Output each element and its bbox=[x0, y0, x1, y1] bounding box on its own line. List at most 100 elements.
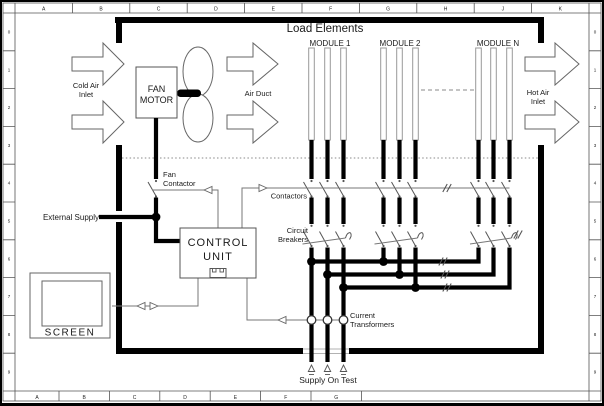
grid-number: 9 bbox=[8, 370, 11, 375]
grid-number: 8 bbox=[8, 332, 11, 337]
grid-number: 8 bbox=[594, 332, 597, 337]
control-arrow-icon bbox=[277, 316, 287, 324]
grid-letter: G bbox=[334, 395, 338, 401]
connector-icon bbox=[209, 268, 227, 278]
module-n: MODULE N bbox=[475, 39, 519, 141]
circuit-breakers-label2: Breakers bbox=[278, 235, 308, 244]
grid-number: 4 bbox=[594, 181, 597, 186]
contactor-symbols bbox=[147, 179, 512, 199]
load-element bbox=[396, 47, 403, 141]
grid-letter: D bbox=[183, 395, 187, 401]
supply-on-test: Supply On Test bbox=[299, 364, 357, 385]
fan-contactor-label2: Contactor bbox=[163, 179, 196, 188]
air-duct-label: Air Duct bbox=[245, 89, 273, 98]
grid-left-numbers: 0 1 2 3 4 5 6 7 8 9 bbox=[8, 30, 11, 375]
airflow-arrow-icon bbox=[226, 41, 279, 87]
circuit-breaker-symbols bbox=[303, 224, 512, 248]
screen-display bbox=[41, 280, 103, 327]
load-element bbox=[506, 47, 513, 141]
airflow-arrow-icon bbox=[524, 41, 580, 87]
grid-letter: B bbox=[83, 395, 87, 401]
airflow-arrow-icon bbox=[71, 99, 125, 145]
grid-right-numbers: 0 1 2 3 4 5 6 7 8 9 bbox=[594, 30, 597, 375]
supply-terminal-icon bbox=[307, 364, 316, 375]
grid-letter: B bbox=[99, 7, 103, 13]
load-element bbox=[340, 47, 347, 141]
grid-letter: C bbox=[157, 7, 161, 13]
module-1: MODULE 1 bbox=[308, 39, 351, 141]
grid-number: 4 bbox=[8, 181, 11, 186]
ct-circle bbox=[338, 315, 349, 325]
control-arrow-icon bbox=[203, 186, 213, 194]
connector-pin bbox=[219, 268, 224, 273]
ct-circle bbox=[322, 315, 333, 325]
fan-contactor-label: Fan bbox=[163, 170, 176, 179]
load-elements-title: Load Elements bbox=[287, 23, 364, 35]
grid-bottom-letters: A B C D E F G bbox=[35, 395, 338, 401]
load-bank-enclosure bbox=[115, 17, 544, 354]
screen: SCREEN bbox=[29, 272, 111, 339]
grid-number: 1 bbox=[8, 67, 11, 72]
grid-number: 9 bbox=[594, 370, 597, 375]
air-duct-arrows: Air Duct bbox=[226, 41, 279, 145]
breaker-trip-hook bbox=[417, 232, 424, 240]
fan-blade-icon bbox=[182, 93, 214, 143]
fan-motor-label: FAN bbox=[148, 84, 166, 94]
cold-air-inlet-arrows: Cold Air Inlet bbox=[71, 41, 125, 145]
screen-label: SCREEN bbox=[45, 328, 96, 339]
control-arrow-icon bbox=[149, 302, 159, 310]
grid-letter: G bbox=[386, 7, 390, 13]
airflow-arrow-icon bbox=[71, 41, 125, 87]
grid-letter: E bbox=[272, 7, 276, 13]
control-wiring bbox=[112, 183, 523, 324]
grid-number: 6 bbox=[8, 256, 11, 261]
grid-number: 5 bbox=[8, 219, 11, 224]
grid-number: 5 bbox=[594, 219, 597, 224]
load-element bbox=[475, 47, 482, 141]
power-wiring bbox=[99, 118, 512, 362]
grid-letter: D bbox=[214, 7, 218, 13]
grid-letter: E bbox=[234, 395, 238, 401]
external-supply-label: External Supply bbox=[43, 213, 99, 222]
control-unit-label: CONTROL bbox=[188, 237, 249, 249]
load-element bbox=[324, 47, 331, 141]
supply-terminal-icon bbox=[339, 364, 348, 375]
grid-number: 3 bbox=[594, 143, 597, 148]
load-element bbox=[412, 47, 419, 141]
grid-letter: J bbox=[502, 7, 505, 13]
airflow-arrow-icon bbox=[226, 99, 279, 145]
grid-number: 2 bbox=[594, 105, 597, 110]
grid-letter: H bbox=[444, 7, 448, 13]
load-element bbox=[490, 47, 497, 141]
control-unit-label2: UNIT bbox=[203, 251, 233, 263]
grid-number: 2 bbox=[8, 105, 11, 110]
line-break-icon bbox=[513, 229, 523, 240]
grid-number: 0 bbox=[594, 30, 597, 35]
fan-assembly: FAN MOTOR bbox=[135, 46, 214, 143]
drawing-frame: A B C D E F G H J K A B C D E F G 0 1 2 … bbox=[2, 2, 602, 402]
control-unit: CONTROL UNIT bbox=[179, 227, 257, 279]
grid-number: 7 bbox=[594, 294, 597, 299]
grid-top-letters: A B C D E F G H J K bbox=[42, 7, 563, 13]
fan-hub bbox=[177, 89, 201, 97]
cold-air-inlet-label2: Inlet bbox=[79, 90, 94, 99]
hot-air-inlet-label2: Inlet bbox=[531, 97, 546, 106]
hot-air-inlet-arrows: Hot Air Inlet bbox=[524, 41, 580, 145]
grid-number: 1 bbox=[594, 67, 597, 72]
circuit-breakers-label: Circuit bbox=[287, 226, 309, 235]
fan-blade-icon bbox=[182, 46, 214, 97]
breaker-linkage-lines bbox=[302, 237, 512, 245]
contactors-label: Contactors bbox=[271, 192, 308, 201]
grid-number: 7 bbox=[8, 294, 11, 299]
ct-circle bbox=[306, 315, 317, 325]
current-transformers: Current Transformers bbox=[306, 311, 395, 329]
hot-air-inlet-label: Hot Air bbox=[527, 88, 550, 97]
grid-letter: F bbox=[284, 395, 287, 401]
grid-letter: F bbox=[329, 7, 332, 13]
fan-motor-box bbox=[135, 66, 178, 119]
supply-on-test-label: Supply On Test bbox=[299, 375, 357, 385]
grid-letter: A bbox=[42, 7, 46, 13]
module-2: MODULE 2 bbox=[380, 39, 421, 141]
